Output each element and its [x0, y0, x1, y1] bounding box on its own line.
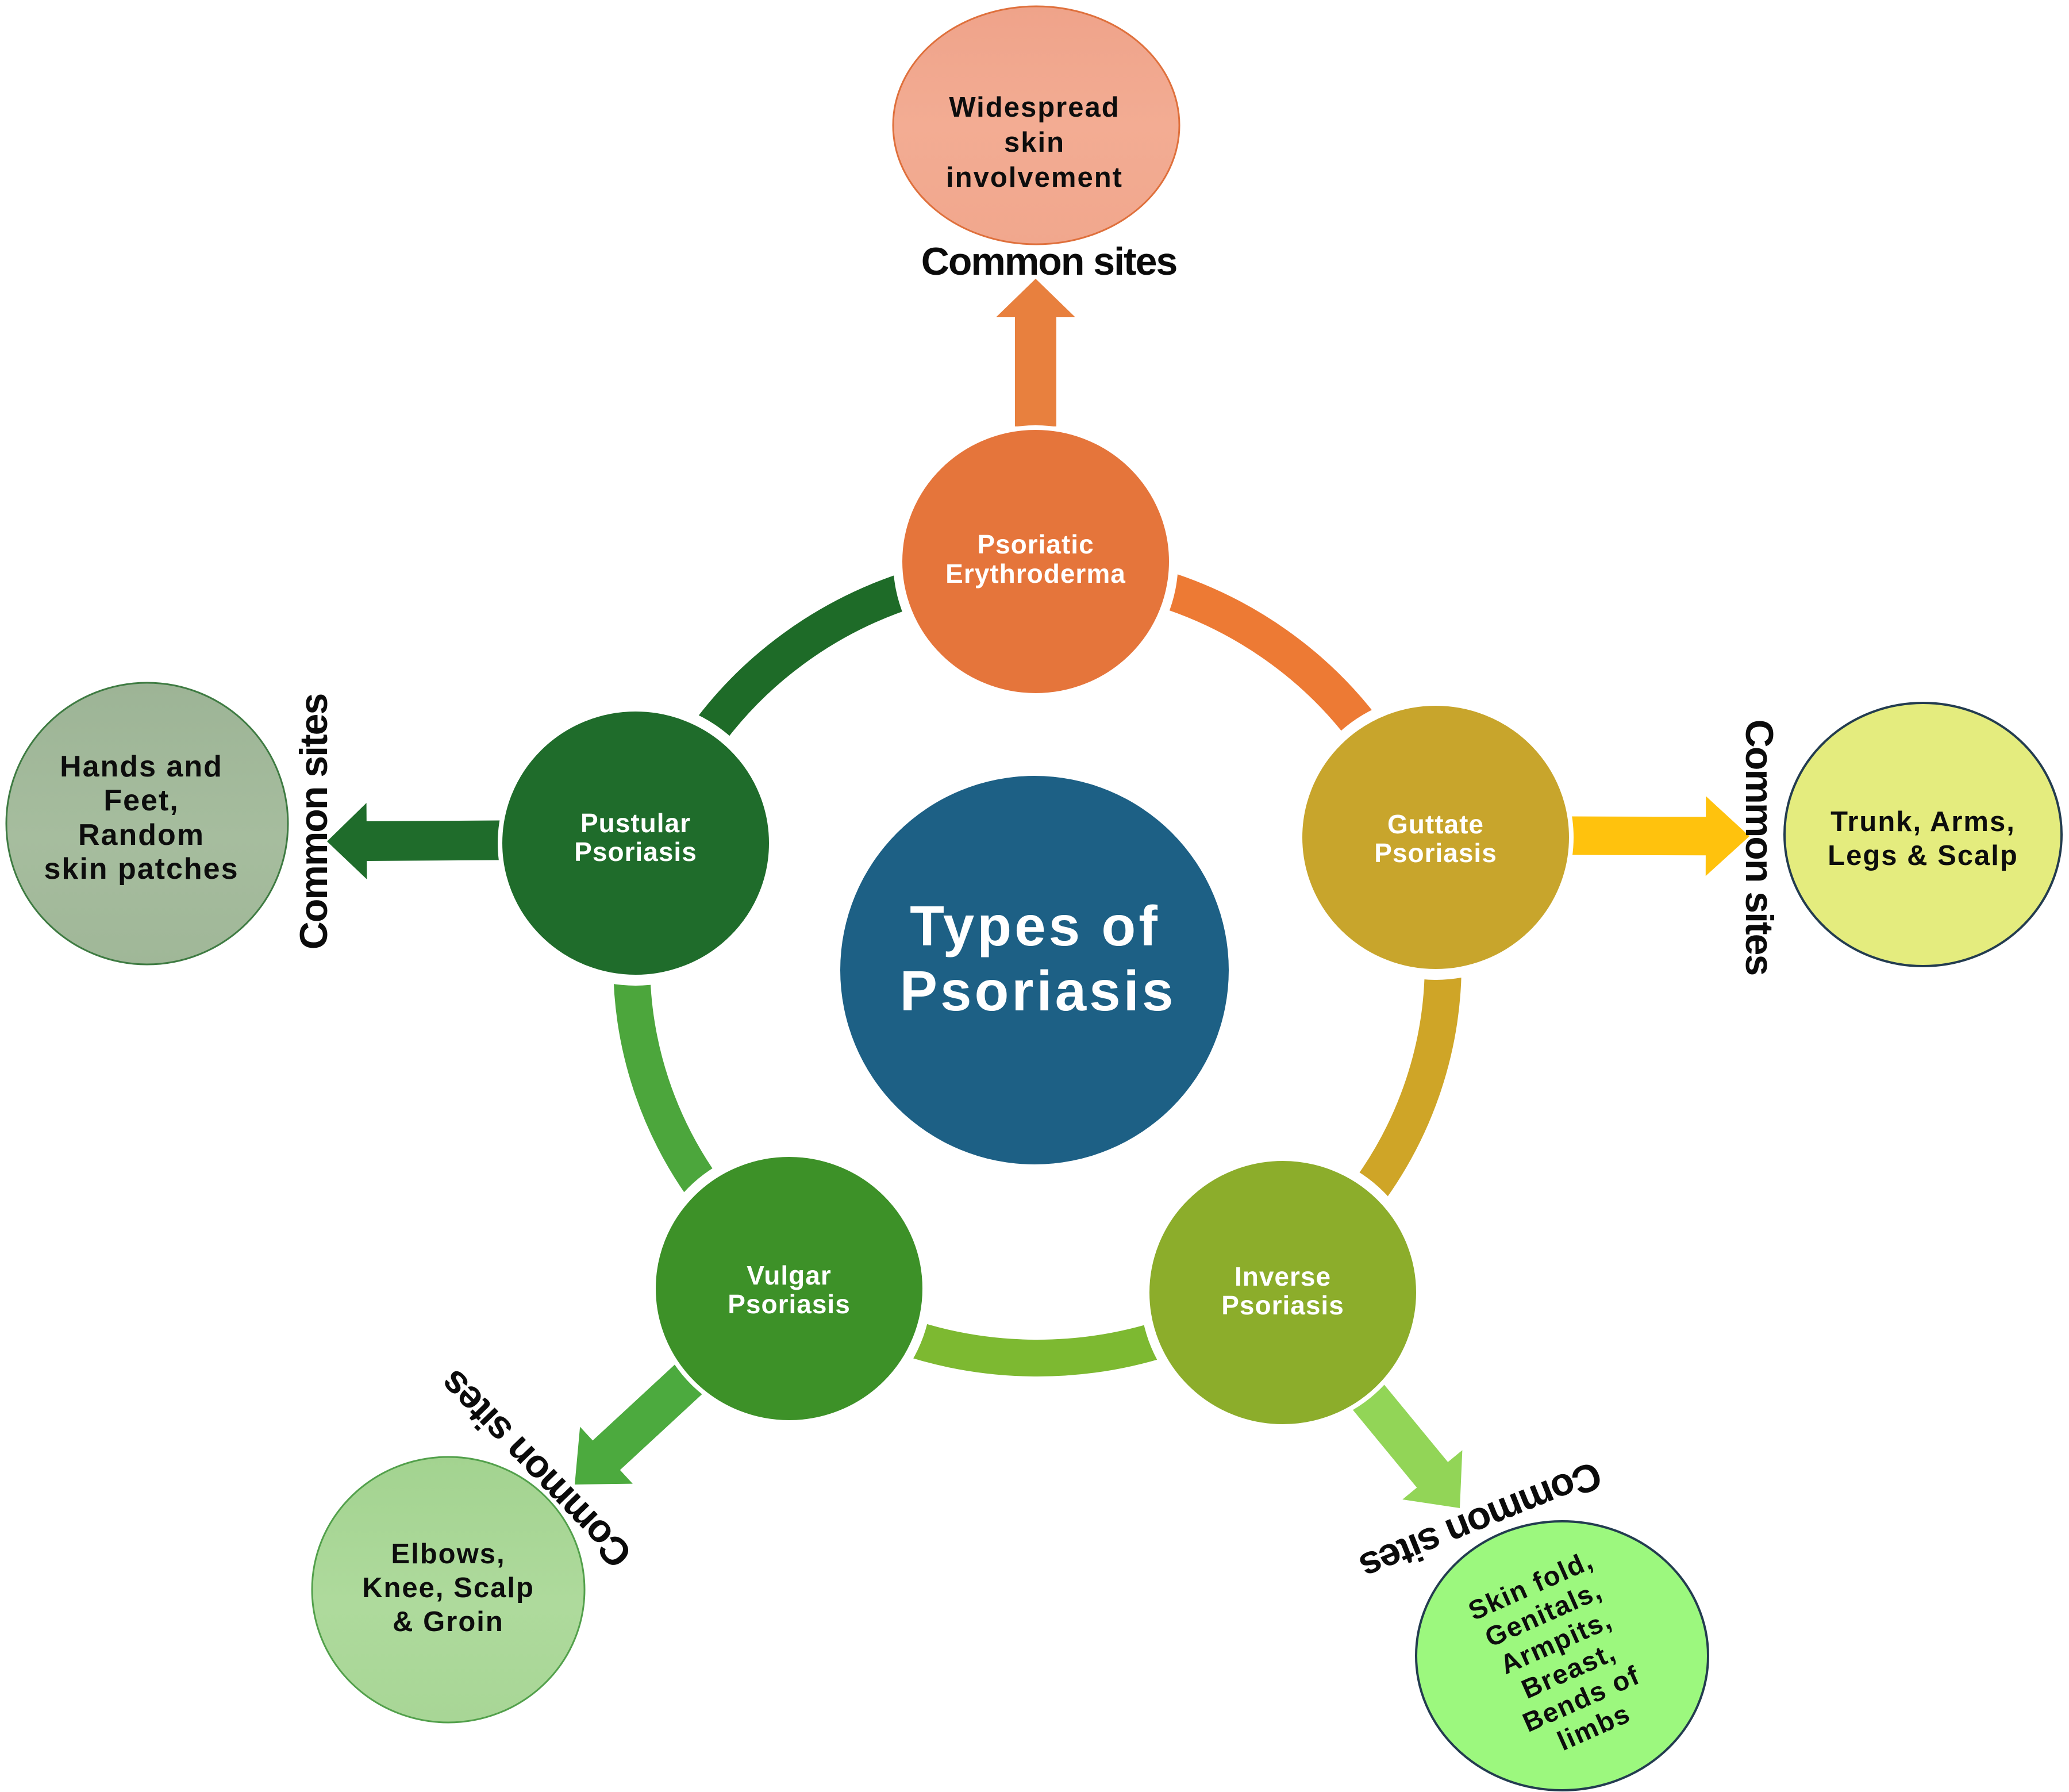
svg-text:Hands and: Hands and	[60, 750, 223, 783]
svg-text:Psoriasis: Psoriasis	[728, 1289, 851, 1319]
svg-text:involvement: involvement	[946, 162, 1123, 193]
svg-text:Common sites: Common sites	[292, 694, 336, 950]
svg-text:Inverse: Inverse	[1235, 1262, 1331, 1291]
svg-text:Erythroderma: Erythroderma	[945, 559, 1126, 589]
svg-text:Psoriatic: Psoriatic	[977, 529, 1094, 559]
svg-text:Guttate: Guttate	[1387, 809, 1484, 839]
svg-text:Feet,: Feet,	[103, 784, 179, 817]
svg-text:skin patches: skin patches	[44, 852, 239, 886]
svg-text:Trunk, Arms,: Trunk, Arms,	[1830, 806, 2016, 837]
svg-text:Widespread: Widespread	[949, 92, 1120, 123]
svg-text:& Groin: & Groin	[393, 1606, 504, 1637]
svg-text:Knee, Scalp: Knee, Scalp	[362, 1572, 534, 1603]
svg-text:Vulgar: Vulgar	[747, 1260, 831, 1290]
svg-text:Legs & Scalp: Legs & Scalp	[1828, 840, 2018, 871]
svg-text:Psoriasis: Psoriasis	[900, 959, 1176, 1022]
svg-text:Psoriasis: Psoriasis	[1221, 1290, 1344, 1320]
svg-text:Psoriasis: Psoriasis	[574, 837, 697, 867]
svg-text:skin: skin	[1004, 127, 1065, 158]
svg-text:Random: Random	[78, 818, 205, 852]
svg-text:Types of: Types of	[910, 894, 1160, 957]
svg-text:Common sites: Common sites	[921, 240, 1177, 283]
svg-text:Psoriasis: Psoriasis	[1374, 838, 1497, 868]
svg-text:Elbows,: Elbows,	[391, 1539, 505, 1570]
svg-text:Common sites: Common sites	[1737, 720, 1781, 975]
svg-text:Pustular: Pustular	[580, 808, 691, 838]
